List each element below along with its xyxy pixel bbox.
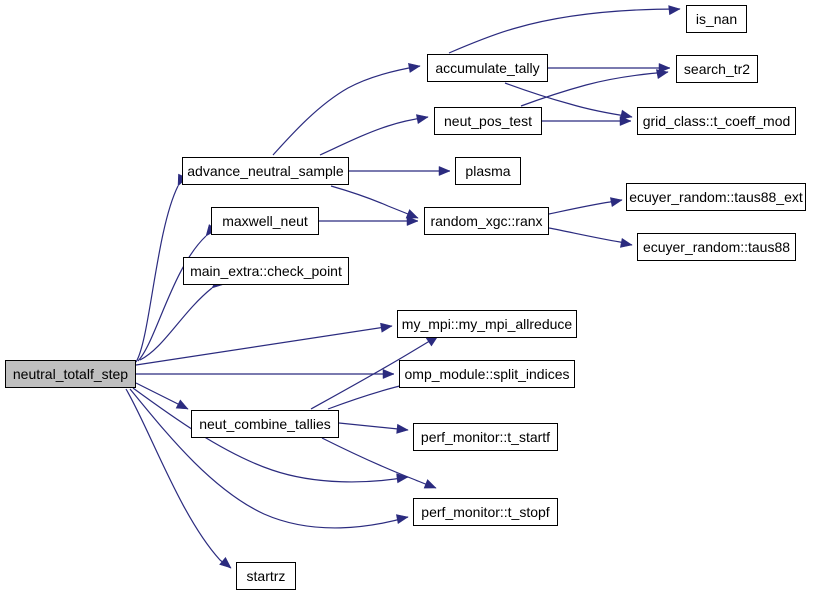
call-edge	[319, 116, 429, 156]
call-graph-node-random-xgc-ranx[interactable]: random_xgc::ranx	[424, 207, 549, 235]
arrowhead-icon	[619, 116, 632, 126]
arrowhead-icon	[396, 514, 409, 525]
call-graph-node-perf-monitor-t-stopf[interactable]: perf_monitor::t_stopf	[413, 498, 558, 526]
call-graph-node-my-mpi-my-mpi-allreduce[interactable]: my_mpi::my_mpi_allreduce	[397, 310, 577, 338]
call-graph-node-omp-module-split-indices[interactable]: omp_module::split_indices	[399, 360, 575, 388]
call-edge	[272, 65, 421, 156]
node-label: my_mpi::my_mpi_allreduce	[401, 316, 573, 332]
node-label: neut_pos_test	[444, 113, 532, 129]
node-label: advance_neutral_sample	[187, 163, 344, 179]
arrowhead-icon	[668, 5, 681, 16]
arrowhead-icon	[219, 556, 232, 569]
node-label: ecuyer_random::taus88_ext	[629, 189, 803, 205]
call-edge	[330, 185, 419, 219]
call-graph-node-search-tr2[interactable]: search_tr2	[676, 55, 758, 83]
arrowhead-icon	[396, 473, 409, 484]
call-graph-node-ecuyer-random-taus88-ext[interactable]: ecuyer_random::taus88_ext	[626, 183, 806, 211]
node-label: plasma	[465, 163, 511, 179]
node-label: search_tr2	[683, 61, 751, 77]
call-graph-node-maxwell-neut[interactable]: maxwell_neut	[211, 207, 319, 235]
call-graph-node-main-extra-check-point[interactable]: main_extra::check_point	[183, 257, 349, 285]
arrowhead-icon	[620, 237, 633, 248]
call-graph-node-perf-monitor-t-startf[interactable]: perf_monitor::t_startf	[413, 423, 558, 451]
call-graph-node-grid-class-t-coeff-mod[interactable]: grid_class::t_coeff_mod	[637, 107, 796, 135]
arrowhead-icon	[619, 109, 633, 120]
node-label: grid_class::t_coeff_mod	[642, 113, 791, 129]
arrowhead-icon	[382, 369, 395, 379]
call-graph-node-neut-pos-test[interactable]: neut_pos_test	[434, 107, 542, 135]
call-edge	[135, 325, 393, 366]
arrowhead-icon	[405, 209, 419, 219]
node-label: perf_monitor::t_stopf	[421, 504, 550, 520]
call-edge	[139, 287, 213, 361]
node-label: is_nan	[695, 11, 738, 27]
arrowhead-icon	[175, 399, 189, 410]
call-edge	[548, 199, 623, 215]
node-label: accumulate_tally	[435, 60, 540, 76]
call-edge	[448, 8, 681, 54]
arrowhead-icon	[610, 197, 623, 208]
call-graph-node-advance-neutral-sample[interactable]: advance_neutral_sample	[182, 157, 349, 185]
node-label: startrz	[246, 568, 286, 584]
arrowhead-icon	[658, 63, 671, 73]
call-edge	[135, 185, 179, 363]
arrowhead-icon	[656, 69, 669, 80]
node-label: perf_monitor::t_startf	[420, 429, 551, 445]
node-label: random_xgc::ranx	[430, 213, 543, 229]
call-graph-node-is-nan[interactable]: is_nan	[686, 5, 747, 33]
arrowhead-icon	[438, 166, 451, 176]
call-edge	[548, 227, 633, 246]
call-graph-node-plasma[interactable]: plasma	[455, 157, 521, 185]
arrowhead-icon	[380, 322, 393, 333]
node-label: maxwell_neut	[222, 213, 308, 229]
call-graph-node-accumulate-tally[interactable]: accumulate_tally	[427, 54, 548, 82]
call-graph-node-startrz[interactable]: startrz	[236, 562, 296, 590]
node-label: main_extra::check_point	[190, 263, 342, 279]
arrowhead-icon	[423, 479, 437, 489]
node-label: omp_module::split_indices	[404, 366, 570, 382]
call-graph-node-neutral-totalf-step[interactable]: neutral_totalf_step	[5, 360, 136, 388]
call-edge	[338, 422, 409, 431]
node-label: neutral_totalf_step	[12, 366, 129, 382]
node-label: ecuyer_random::taus88	[642, 239, 791, 255]
arrowhead-icon	[408, 63, 421, 73]
call-graph-node-ecuyer-random-taus88[interactable]: ecuyer_random::taus88	[637, 233, 796, 261]
arrowhead-icon	[406, 216, 419, 226]
arrowhead-icon	[396, 423, 409, 434]
call-edge	[137, 235, 207, 362]
call-graph-node-neut-combine-tallies[interactable]: neut_combine_tallies	[191, 410, 339, 438]
arrowhead-icon	[416, 114, 429, 125]
call-edge	[135, 382, 189, 410]
node-label: neut_combine_tallies	[199, 416, 331, 432]
